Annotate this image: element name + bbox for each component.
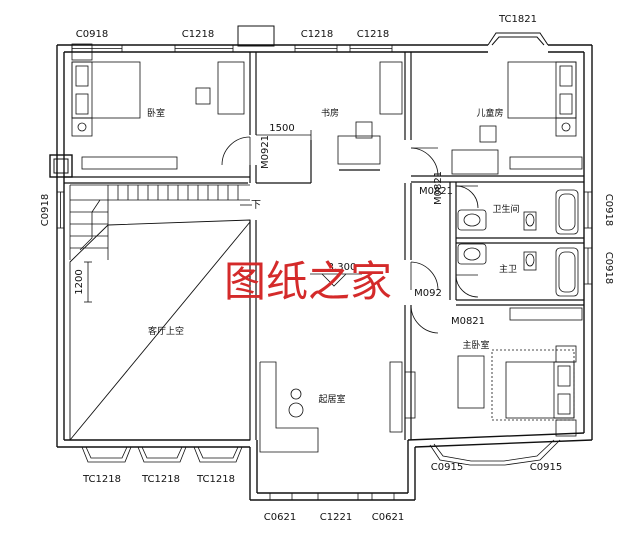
cabinet-bedroom xyxy=(81,156,178,170)
sofa-master-bedroom xyxy=(457,355,485,409)
cabinet-master-bedroom xyxy=(509,307,583,321)
room-label-bedroom: 卧室 xyxy=(147,107,165,119)
dimension-1200-line xyxy=(84,261,92,303)
window-label-bottom-mid-3: C0621 xyxy=(372,512,404,523)
elevation-label: 3.300 xyxy=(328,262,357,273)
stair-down-label: 下 xyxy=(251,200,261,211)
window-label-top-mid-2: C1218 xyxy=(357,29,389,40)
room-label-kids-room: 儿童房 xyxy=(476,107,503,119)
dimension-1200: 1200 xyxy=(74,269,85,294)
window-label-bottom-left-1: TC1218 xyxy=(82,474,121,485)
elevation-mark xyxy=(310,273,362,287)
windows xyxy=(56,44,593,501)
chimney xyxy=(237,25,275,47)
wardrobe-bedroom xyxy=(217,61,245,115)
chair-kids-room xyxy=(479,125,497,143)
bed-master-bedroom xyxy=(491,345,577,437)
window-label-top-right: TC1821 xyxy=(498,14,537,25)
bath-fixtures xyxy=(457,189,579,297)
door-label-m092: M092 xyxy=(414,288,442,299)
room-label-family-room: 起居室 xyxy=(318,393,345,405)
desk-kids-room xyxy=(451,149,499,175)
room-label-master-bedroom: 主卧室 xyxy=(462,339,489,351)
doors xyxy=(221,136,479,334)
bay-window-top-right xyxy=(487,32,549,46)
window-label-right-lower: C0918 xyxy=(603,252,614,284)
window-label-right-upper: C0918 xyxy=(603,194,614,226)
window-label-left: C0918 xyxy=(40,194,51,226)
door-label-study: M0921 xyxy=(260,135,271,169)
chair-bedroom xyxy=(195,87,211,105)
window-label-top-mid-1: C1218 xyxy=(301,29,333,40)
door-label-m0821-upper: M0821 xyxy=(419,186,453,197)
window-label-bottom-mid-2: C1221 xyxy=(320,512,352,523)
dimension-1500-line xyxy=(256,130,312,140)
stairs xyxy=(69,184,252,260)
watermark: 图纸之家 xyxy=(224,257,392,306)
column xyxy=(49,154,73,178)
cabinet-kids-room xyxy=(509,156,583,170)
window-label-bottom-left-3: TC1218 xyxy=(196,474,235,485)
room-label-study: 书房 xyxy=(321,107,339,119)
window-label-bottom-right-2: C0915 xyxy=(530,462,562,473)
dimension-1500: 1500 xyxy=(269,123,294,134)
window-label-bottom-right-1: C0915 xyxy=(431,462,463,473)
door-label-m0821-lower: M0821 xyxy=(451,316,485,327)
window-label-top-mid-left: C1218 xyxy=(182,29,214,40)
desk-study xyxy=(337,61,403,165)
window-label-bottom-mid-1: C0621 xyxy=(264,512,296,523)
bed-bedroom xyxy=(71,43,141,137)
window-label-top-left: C0918 xyxy=(76,29,108,40)
living-void xyxy=(69,219,251,441)
room-label-master-bath: 主卫 xyxy=(499,263,517,275)
sofa-family-room xyxy=(259,361,416,453)
window-label-bottom-left-2: TC1218 xyxy=(141,474,180,485)
room-label-living-void: 客厅上空 xyxy=(148,325,184,337)
room-label-bathroom: 卫生间 xyxy=(492,203,519,215)
door-label-m0821-vertical: M0821 xyxy=(433,171,444,205)
bed-kids-room xyxy=(507,61,577,137)
